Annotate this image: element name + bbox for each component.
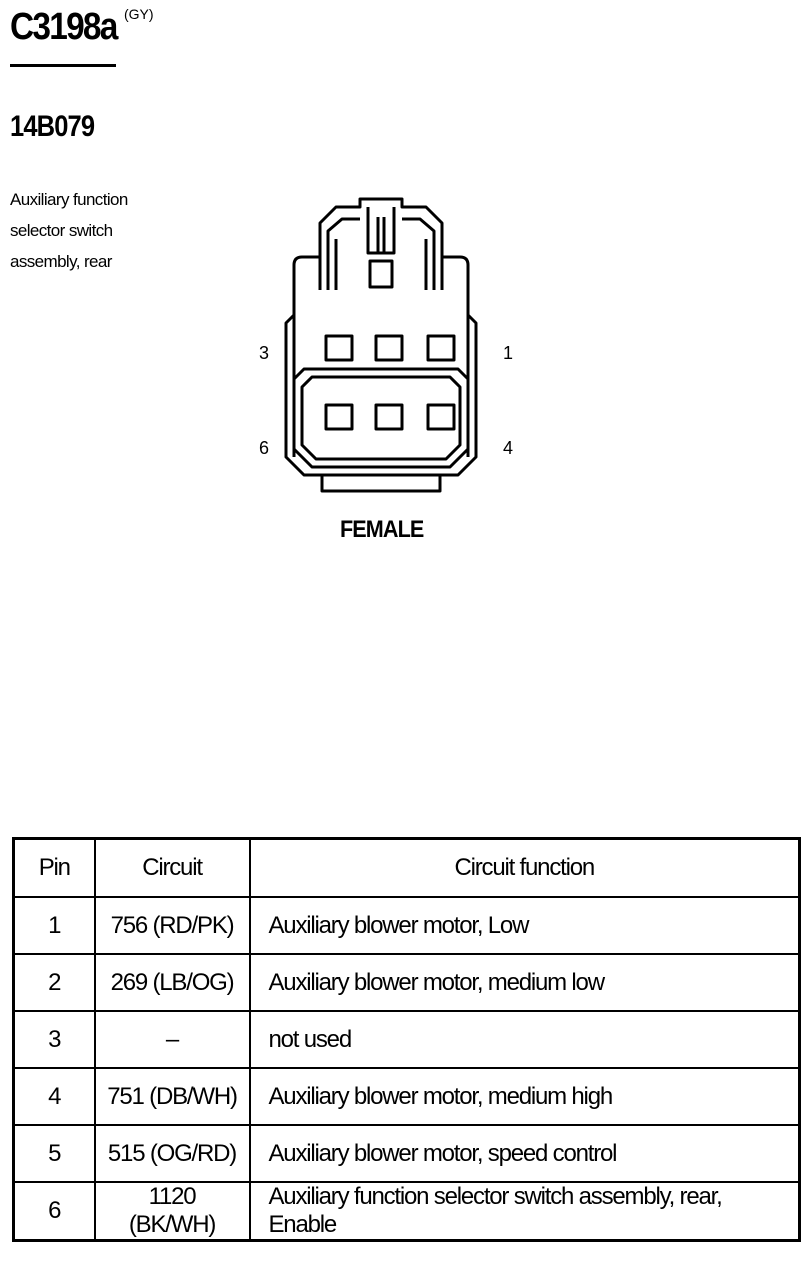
function-cell: Auxiliary blower motor, Low (248, 896, 801, 955)
function-cell: Auxiliary blower motor, medium high (248, 1067, 801, 1126)
table-row: 2 269 (LB/OG) Auxiliary blower motor, me… (12, 953, 801, 1012)
circuit-cell: 751 (DB/WH) (93, 1067, 251, 1126)
table-row: 5 515 (OG/RD) Auxiliary blower motor, sp… (12, 1124, 801, 1183)
table-header-row: Pin Circuit Circuit function (12, 837, 801, 898)
pin-label-4: 4 (503, 438, 514, 458)
circuit-cell: 269 (LB/OG) (93, 953, 251, 1012)
function-cell: not used (248, 1010, 801, 1069)
function-cell: Auxiliary blower motor, medium low (248, 953, 801, 1012)
circuit-cell: – (93, 1010, 251, 1069)
pin-label-3: 3 (259, 343, 270, 363)
header-circuit-function: Circuit function (248, 837, 801, 898)
table-row: 4 751 (DB/WH) Auxiliary blower motor, me… (12, 1067, 801, 1126)
circuit-cell: 1120 (BK/WH) (93, 1181, 251, 1242)
pin-label-6: 6 (259, 438, 270, 458)
connector-face-diagram: 3 1 6 4 (250, 195, 514, 505)
connector-color: (GY) (124, 6, 154, 22)
circuit-cell: 756 (RD/PK) (93, 896, 251, 955)
pin-cell: 3 (12, 1010, 96, 1069)
pin-cell: 1 (12, 896, 96, 955)
title-underline (10, 64, 116, 67)
pin-cell: 4 (12, 1067, 96, 1126)
connector-id: C3198a (10, 6, 118, 48)
pin-cell: 6 (12, 1181, 96, 1242)
pin-cell: 5 (12, 1124, 96, 1183)
table-row: 6 1120 (BK/WH) Auxiliary function select… (12, 1181, 801, 1242)
connector-description: Auxiliary function selector switch assem… (10, 190, 128, 271)
connector-title: C3198a (10, 6, 131, 49)
part-number: 14B079 (10, 110, 95, 143)
connector-face-drawing (284, 197, 478, 493)
pin-label-1: 1 (503, 343, 514, 363)
function-cell: Auxiliary blower motor, speed control (248, 1124, 801, 1183)
pin-cell: 2 (12, 953, 96, 1012)
pin-table: Pin Circuit Circuit function 1 756 (RD/P… (12, 837, 801, 1242)
table-row: 3 – not used (12, 1010, 801, 1069)
circuit-cell: 515 (OG/RD) (93, 1124, 251, 1183)
function-cell: Auxiliary function selector switch assem… (248, 1181, 801, 1242)
header-pin: Pin (12, 837, 96, 898)
header-circuit: Circuit (93, 837, 251, 898)
table-row: 1 756 (RD/PK) Auxiliary blower motor, Lo… (12, 896, 801, 955)
connector-gender: FEMALE (340, 516, 424, 543)
